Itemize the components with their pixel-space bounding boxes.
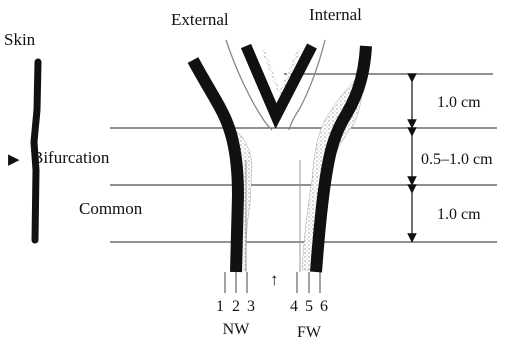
- near-wall-layer-ticks: [225, 272, 247, 293]
- far-wall-layer-4: 4: [290, 298, 298, 315]
- measurement-lower-label: 1.0 cm: [437, 206, 481, 223]
- skin-label: Skin: [4, 30, 36, 49]
- external-label: External: [171, 10, 229, 29]
- bifurcation-label: Bifurcation: [32, 148, 110, 167]
- common-label: Common: [79, 199, 143, 218]
- far-wall-layer-6: 6: [320, 298, 328, 315]
- far-wall-layer-ticks: [297, 272, 320, 293]
- near-wall-label: NW: [223, 321, 251, 338]
- near-wall-layer-2: 2: [232, 298, 240, 315]
- near-wall-layer-3: 3: [247, 298, 255, 315]
- measurement-middle-label: 0.5–1.0 cm: [421, 151, 493, 168]
- bifurcation-apex-wall: [246, 46, 312, 116]
- near-wall-adventitia: [193, 60, 238, 272]
- bifurcation-marker-arrow: ▶: [8, 152, 20, 168]
- far-wall-layer-5: 5: [305, 298, 313, 315]
- internal-label: Internal: [309, 5, 362, 24]
- measurement-upper-label: 1.0 cm: [437, 94, 481, 111]
- far-wall-label: FW: [297, 324, 322, 341]
- near-wall-layer-1: 1: [216, 298, 224, 315]
- blood-flow-arrow: ↑: [270, 270, 279, 289]
- far-wall-adventitia: [316, 46, 366, 272]
